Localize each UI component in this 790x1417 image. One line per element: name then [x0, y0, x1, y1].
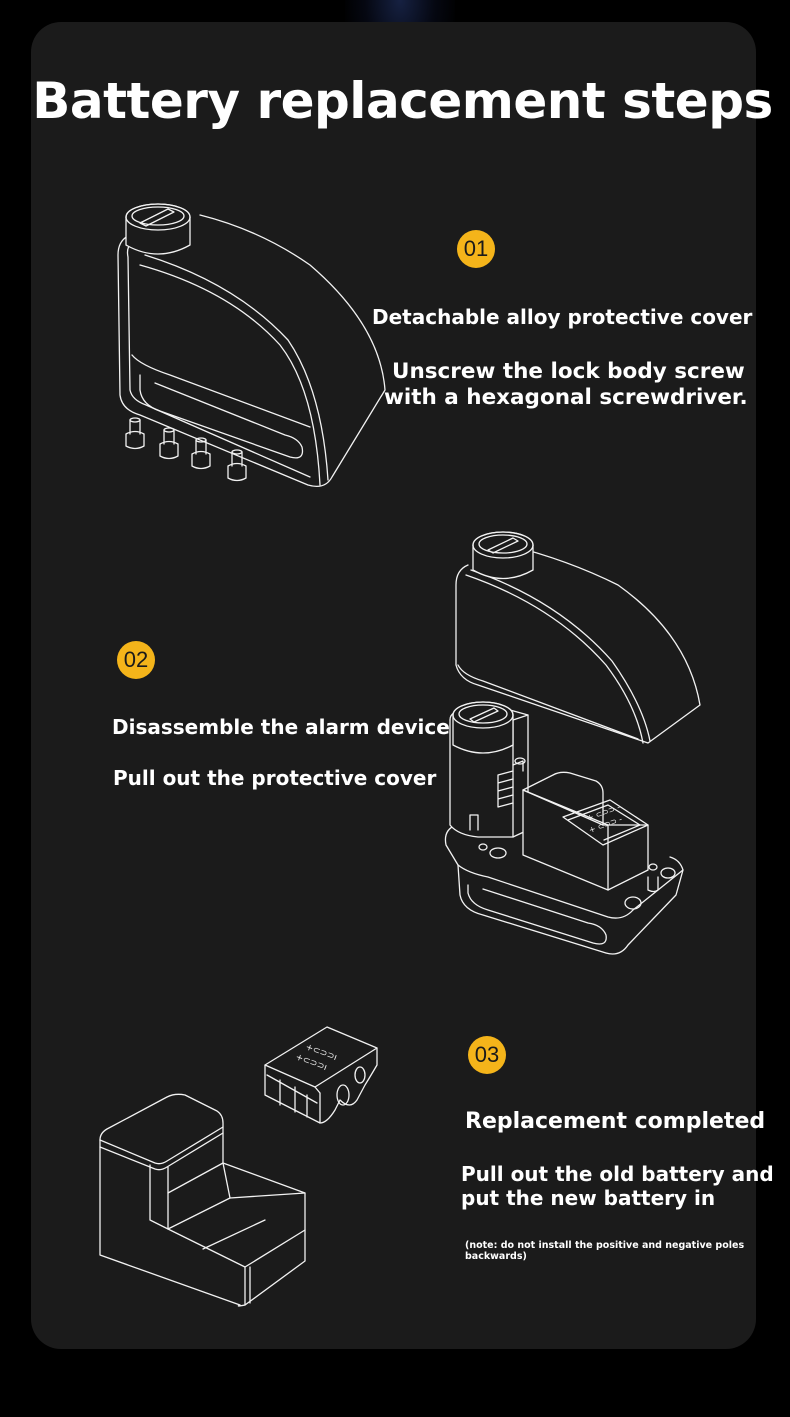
step1-description-line2: with a hexagonal screwdriver. — [384, 385, 748, 410]
battery-housing-illustration-step3: +⊂⊃⊃ı +⊂⊃⊃ı — [99, 1026, 378, 1307]
page-title: Battery replacement steps — [32, 72, 773, 130]
step3-note-line2: backwards) — [465, 1251, 527, 1262]
step3-heading: Replacement completed — [465, 1109, 766, 1134]
step2-description: Pull out the protective cover — [113, 766, 437, 790]
step1-heading: Detachable alloy protective cover — [372, 305, 753, 329]
step-number-badge-02: 02 — [117, 641, 155, 679]
step1-description-line1: Unscrew the lock body screw — [392, 359, 745, 384]
step3-description-line2: put the new battery in — [461, 1186, 716, 1210]
step-number-badge-03: 03 — [468, 1036, 506, 1074]
disc-lock-illustration-step1 — [117, 203, 386, 488]
step3-description-line1: Pull out the old battery and — [461, 1162, 774, 1186]
lock-exploded-illustration-step2: + ⊂⊃⊃ - + ⊂⊃⊃ - — [444, 531, 701, 955]
step2-heading: Disassemble the alarm device — [112, 715, 450, 739]
step3-note-line1: (note: do not install the positive and n… — [465, 1240, 745, 1251]
step-number-badge-01: 01 — [457, 230, 495, 268]
